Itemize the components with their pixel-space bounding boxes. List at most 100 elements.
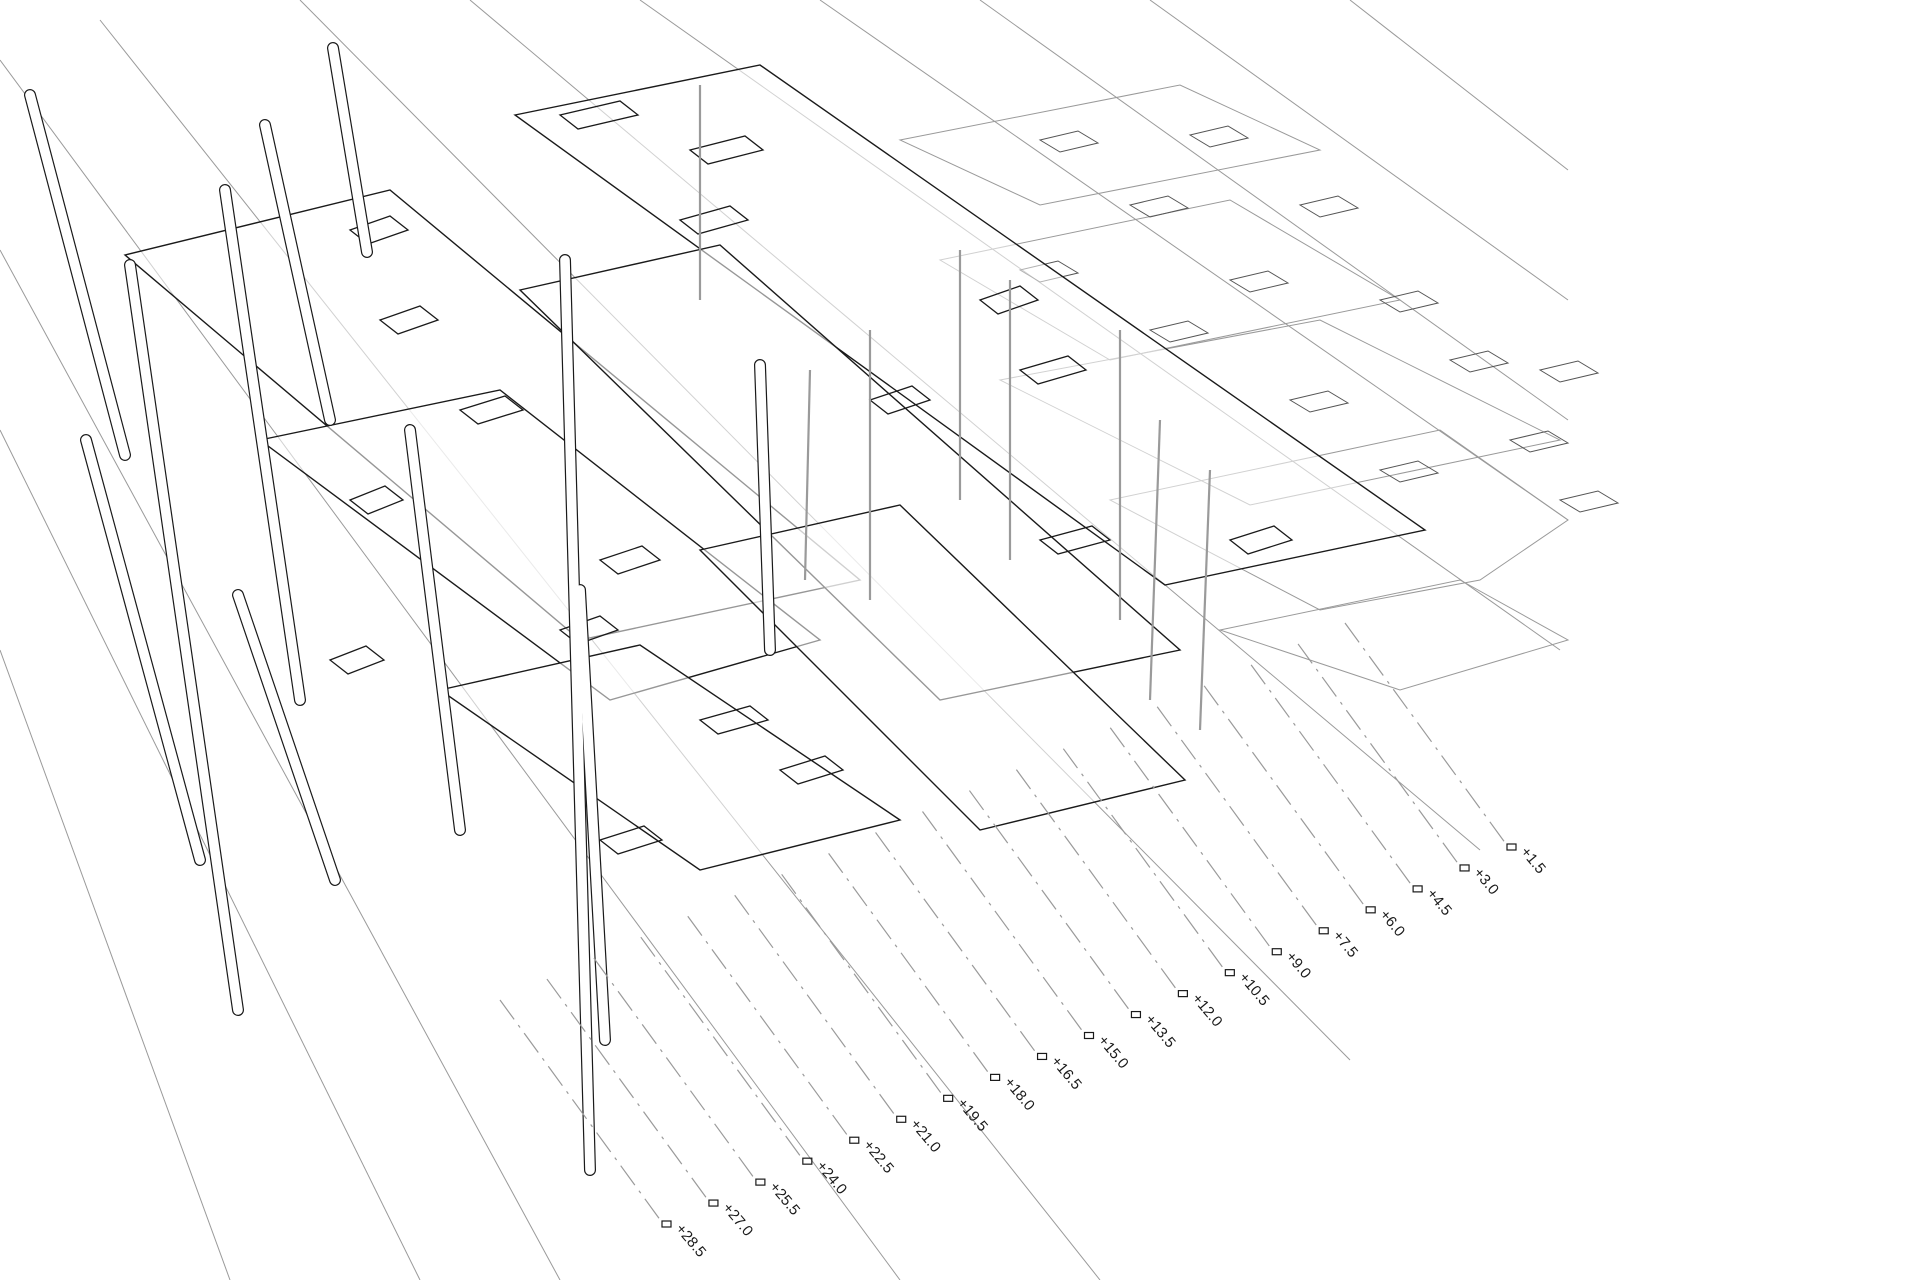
level-dash-line xyxy=(828,853,991,1075)
level-label: +21.0 xyxy=(907,1116,944,1156)
level-tab xyxy=(1036,1052,1048,1061)
level-tab xyxy=(1224,969,1235,977)
ghost-outline xyxy=(1218,579,1570,691)
column-fill xyxy=(25,90,130,460)
level-label: +6.0 xyxy=(1376,906,1408,940)
ghost-fixture xyxy=(1038,130,1100,153)
floor-plates xyxy=(123,64,1427,871)
level-dash-line xyxy=(922,811,1084,1033)
level-tab xyxy=(990,1073,1001,1081)
void-opening xyxy=(688,135,765,165)
level-dash-line xyxy=(1203,685,1366,908)
thin-column xyxy=(1198,469,1212,731)
ghost-fixture xyxy=(1188,125,1250,148)
level-tab xyxy=(896,1115,907,1123)
ghost-fixture xyxy=(1558,490,1620,513)
level-tab xyxy=(755,1178,766,1186)
column-fill xyxy=(328,43,372,257)
ghost-outline xyxy=(1108,429,1569,611)
ghost-fixture xyxy=(1378,290,1440,313)
level-dash-line xyxy=(593,957,756,1180)
void-opening xyxy=(1018,355,1088,385)
guide-line xyxy=(819,0,1569,521)
level-tab xyxy=(1130,1010,1142,1019)
void-opening xyxy=(598,825,664,855)
level-dash-line xyxy=(781,873,944,1096)
ghost-fixture xyxy=(1288,390,1350,413)
level-tab xyxy=(1271,948,1282,956)
ghost-fixture xyxy=(1148,320,1210,343)
guide-line xyxy=(0,249,561,1280)
level-dash-line xyxy=(546,978,709,1201)
level-dash-line xyxy=(640,936,803,1159)
level-label: +19.5 xyxy=(954,1095,991,1135)
ghost-fixture xyxy=(1228,270,1290,293)
level-label: +12.0 xyxy=(1188,990,1225,1030)
ghost-fixture xyxy=(1508,430,1570,453)
ghost-fixture xyxy=(1298,195,1360,218)
void-opening xyxy=(978,285,1040,315)
void-opening xyxy=(558,100,640,130)
void-opening xyxy=(348,485,405,515)
level-dash-line xyxy=(499,999,662,1222)
void-opening xyxy=(698,705,770,735)
level-tab xyxy=(708,1199,719,1207)
level-dash-line xyxy=(1250,664,1413,887)
level-label: +7.5 xyxy=(1329,927,1361,961)
void-opening xyxy=(678,205,750,235)
level-tab xyxy=(1412,885,1423,893)
ghost-fixture xyxy=(1538,360,1600,383)
floor-plate xyxy=(513,64,1427,586)
level-label: +9.0 xyxy=(1282,948,1314,982)
level-label: +3.0 xyxy=(1470,865,1502,899)
level-dash-line xyxy=(1297,643,1460,866)
level-label: +1.5 xyxy=(1517,844,1549,878)
level-tab xyxy=(849,1136,860,1144)
level-tab xyxy=(1459,864,1470,872)
level-tab xyxy=(1177,990,1188,998)
void-opening xyxy=(328,645,386,675)
ghost-fixture xyxy=(1128,195,1190,218)
level-dash-line xyxy=(875,832,1038,1054)
level-label: +4.5 xyxy=(1423,886,1455,920)
column-fill xyxy=(575,585,610,1045)
void-opening xyxy=(378,305,440,335)
void-opening xyxy=(868,385,932,415)
void-opening xyxy=(1038,525,1112,555)
void-opening xyxy=(458,395,525,425)
column-fill xyxy=(125,260,243,1015)
level-label: +24.0 xyxy=(813,1158,850,1198)
column-fill xyxy=(405,425,465,835)
thin-column xyxy=(803,369,812,581)
column-fill xyxy=(755,360,775,655)
column-fill xyxy=(220,185,305,705)
level-label: +16.5 xyxy=(1047,1053,1084,1093)
level-label: +10.5 xyxy=(1235,969,1272,1009)
ghost-outline xyxy=(898,84,1322,206)
ghost-fixture xyxy=(1378,460,1440,483)
level-tab xyxy=(1365,906,1376,914)
guide-line xyxy=(0,649,231,1280)
void-opening xyxy=(778,755,845,785)
level-dash-line xyxy=(1156,706,1319,929)
level-dash-line xyxy=(1062,748,1225,971)
column-fill xyxy=(81,435,205,865)
level-label: +15.0 xyxy=(1094,1032,1131,1072)
level-label: +27.0 xyxy=(719,1200,756,1240)
guide-line xyxy=(979,0,1569,421)
level-dash-line xyxy=(1015,769,1178,991)
level-dash-line xyxy=(687,915,850,1138)
level-tab xyxy=(802,1157,813,1165)
level-dash-line xyxy=(1109,727,1272,950)
level-dash-line xyxy=(734,894,897,1117)
thin-column xyxy=(1148,419,1162,701)
columns xyxy=(24,42,1212,1176)
guide-line xyxy=(1149,0,1569,301)
void-opening xyxy=(1228,525,1294,555)
level-tab xyxy=(1506,843,1517,851)
level-tab xyxy=(1318,927,1329,935)
void-opening xyxy=(598,545,662,575)
level-label: +13.5 xyxy=(1141,1011,1178,1051)
